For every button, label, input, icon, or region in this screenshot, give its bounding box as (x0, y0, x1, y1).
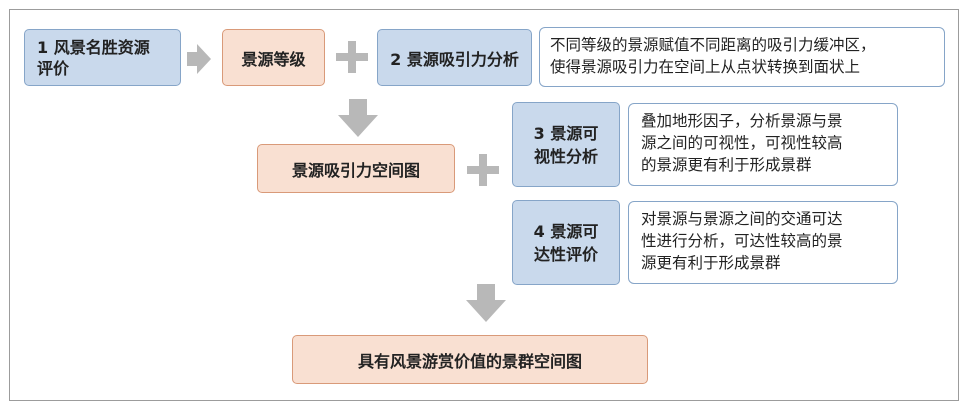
scenic-resource-evaluation-box: 1 风景名胜资源 评价 (24, 29, 181, 86)
down-arrow-icon (338, 99, 378, 137)
right-arrow-icon (187, 44, 211, 74)
visibility-analysis-box: 3 景源可 视性分析 (512, 102, 620, 187)
attraction-analysis-box: 2 景源吸引力分析 (377, 29, 532, 86)
visibility-analysis-note: 叠加地形因子，分析景源与景 源之间的可视性，可视性较高 的景源更有利于形成景群 (628, 103, 898, 186)
accessibility-evaluation-box: 4 景源可 达性评价 (512, 200, 620, 285)
scenic-grade-box: 景源等级 (222, 29, 325, 86)
scenic-group-spatial-map-box: 具有风景游赏价值的景群空间图 (292, 335, 648, 384)
plus-icon (336, 41, 368, 73)
attraction-analysis-note: 不同等级的景源赋值不同距离的吸引力缓冲区， 使得景源吸引力在空间上从点状转换到面… (539, 27, 945, 87)
accessibility-evaluation-note: 对景源与景源之间的交通可达 性进行分析，可达性较高的景 源更有利于形成景群 (628, 201, 898, 284)
attraction-spatial-map-box: 景源吸引力空间图 (257, 144, 455, 193)
down-arrow-icon (466, 284, 506, 322)
plus-icon (467, 154, 499, 186)
